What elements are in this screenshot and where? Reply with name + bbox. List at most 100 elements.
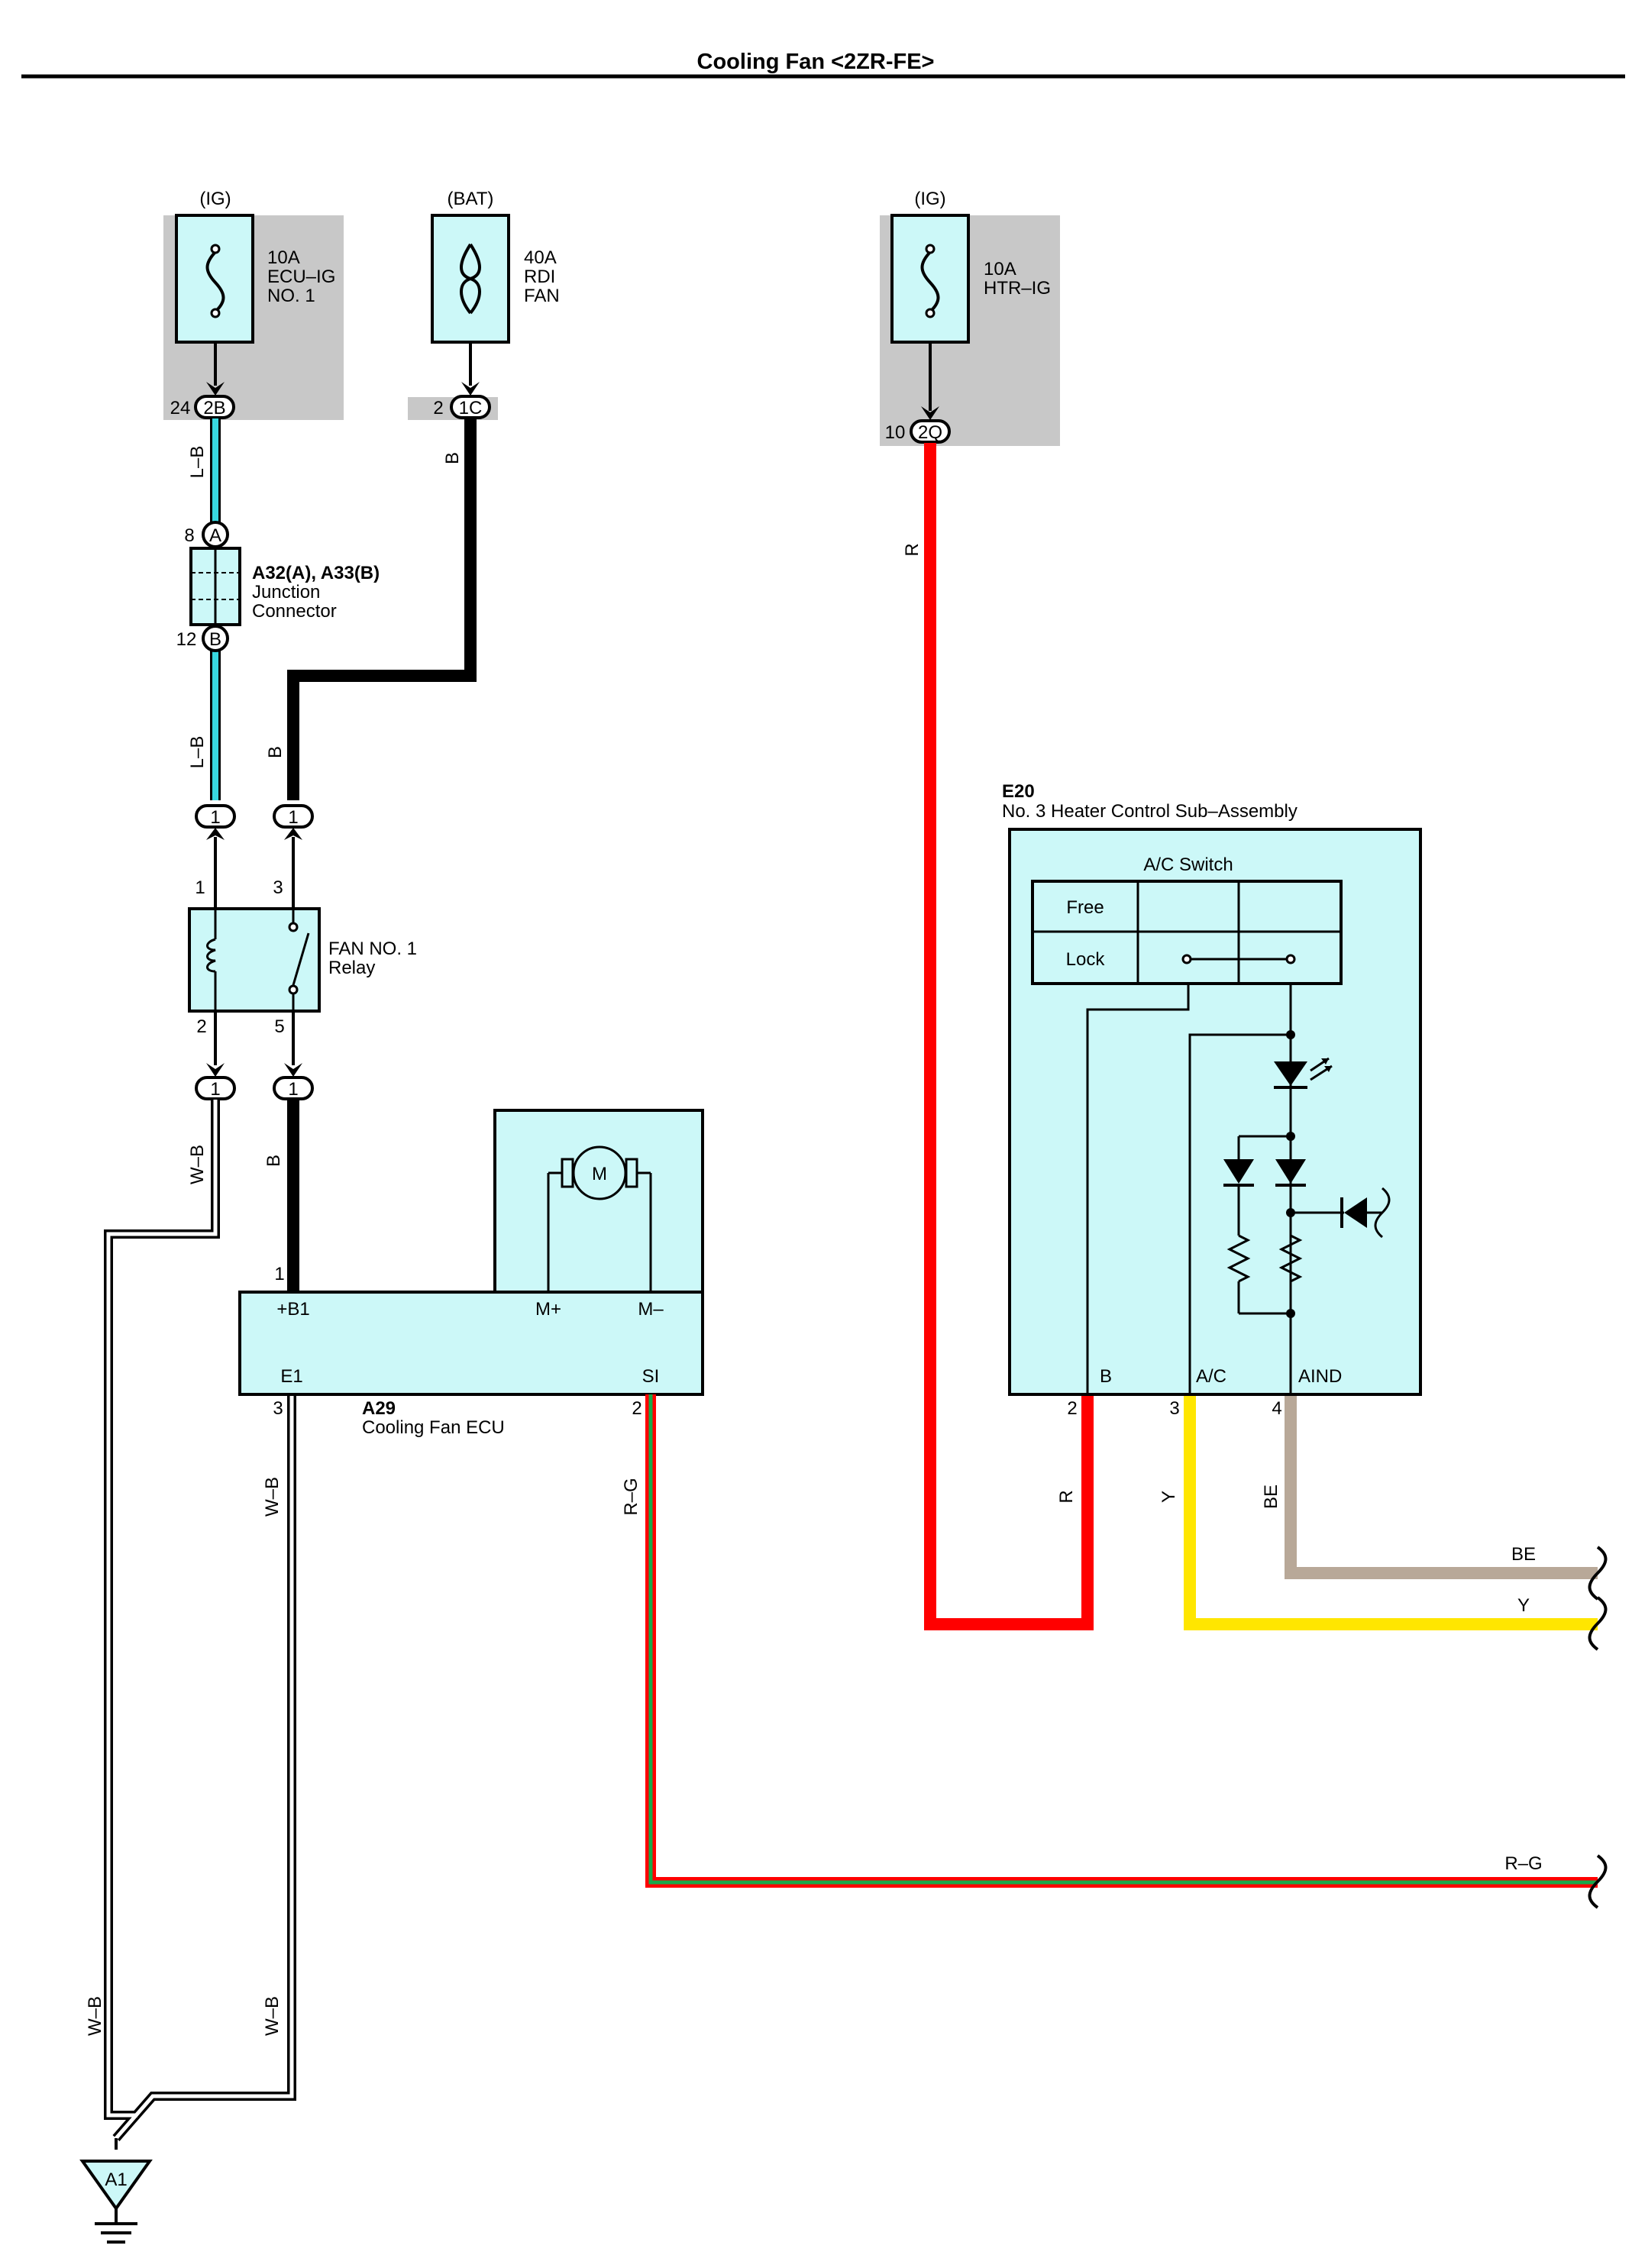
heater-terminal: A/C — [1196, 1366, 1226, 1387]
connector-pill — [910, 419, 951, 444]
junction-connector: A 8 B 12 — [176, 521, 241, 652]
pin-letter: B — [209, 629, 221, 650]
fuse-rating: 10A — [984, 259, 1016, 279]
connector-pill — [195, 1076, 236, 1100]
arrow-icon — [284, 1063, 302, 1077]
connector-pill — [450, 395, 491, 419]
diode-icon — [1275, 1159, 1306, 1187]
wire-label: R–G — [621, 1478, 641, 1515]
ecu-name: Cooling Fan ECU — [362, 1417, 505, 1438]
wire-label: W–B — [262, 1996, 283, 2036]
wire-wb-inner — [106, 1100, 294, 2140]
fusible-link-icon — [431, 214, 510, 344]
ac-switch-title: A/C Switch — [1143, 855, 1233, 875]
wire-y — [1184, 1394, 1598, 1630]
heater-control-name: No. 3 Heater Control Sub–Assembly — [1002, 801, 1298, 822]
ecu-terminal: +B1 — [276, 1299, 309, 1320]
wire-label: Y — [1517, 1595, 1530, 1616]
relay-switch-icon — [292, 932, 310, 986]
fuse-name: NO. 1 — [267, 286, 315, 306]
wire-r — [924, 443, 1094, 1630]
arrow-icon — [206, 1063, 225, 1077]
connector-pill — [273, 804, 314, 829]
pin-number: 24 — [170, 398, 191, 418]
wire-label: L–B — [187, 736, 208, 769]
ecu-id: A29 — [362, 1398, 396, 1419]
junction-name: Junction — [252, 582, 320, 603]
connector-label: 1 — [288, 1079, 298, 1100]
relay-name: Relay — [328, 958, 375, 978]
wire-break-icon — [1588, 1546, 1608, 1601]
ground-icon — [79, 2138, 153, 2244]
pin-number: 8 — [184, 525, 194, 546]
fuse-rating: 10A — [267, 247, 300, 268]
pin-number: 2 — [632, 1398, 641, 1419]
connector-label: 2B — [203, 398, 225, 418]
fuse-source-label: (IG) — [914, 189, 945, 209]
heater-control-box — [1008, 828, 1422, 1396]
wire-break-icon — [1588, 1596, 1608, 1651]
fuse-icon — [890, 214, 970, 344]
pin-number: 5 — [274, 1016, 284, 1037]
wire-label: B — [442, 452, 463, 464]
ecu-terminal: E1 — [280, 1366, 302, 1387]
wire-label: R — [902, 543, 923, 556]
wire-label: W–B — [262, 1477, 283, 1517]
junction-id: A32(A), A33(B) — [252, 563, 380, 583]
fuse-name: ECU–IG — [267, 267, 335, 287]
arrow-icon — [461, 382, 480, 396]
connector-pill — [194, 395, 235, 419]
wire-label: BE — [1511, 1544, 1536, 1565]
connector-pill — [195, 804, 236, 829]
heater-terminal: AIND — [1298, 1366, 1342, 1387]
pin-number: 2 — [433, 398, 443, 418]
wire-label: W–B — [187, 1145, 208, 1184]
diode-icon — [1340, 1197, 1367, 1228]
arrow-icon — [206, 382, 225, 396]
connector-label: 1 — [210, 807, 220, 828]
motor-icon — [561, 1145, 638, 1200]
pin-number: 3 — [273, 1398, 283, 1419]
cooling-fan-ecu: M — [238, 1109, 704, 1396]
motor-housing — [493, 1109, 704, 1294]
pin-number: 1 — [195, 877, 205, 898]
heater-control-id: E20 — [1002, 781, 1035, 802]
relay-name: FAN NO. 1 — [328, 939, 417, 959]
ecu-terminal: M+ — [535, 1299, 561, 1320]
junction-name: Connector — [252, 601, 337, 622]
wire-label: L–B — [187, 446, 208, 479]
connector-label: 1 — [210, 1079, 220, 1100]
heater-terminal: B — [1100, 1366, 1112, 1387]
switch-row-label: Lock — [1066, 949, 1106, 970]
pin-number: 3 — [1169, 1398, 1179, 1419]
page-title: Cooling Fan <2ZR-FE> — [697, 50, 935, 74]
ground-label: A1 — [105, 2169, 127, 2190]
ecu-terminal: SI — [642, 1366, 660, 1387]
fuse-source-label: (BAT) — [448, 189, 494, 209]
pin-number: 10 — [885, 422, 906, 443]
wire-label: R–G — [1504, 1853, 1542, 1874]
led-icon — [1274, 1057, 1333, 1089]
wire-label: Y — [1159, 1491, 1179, 1503]
connector-pill — [273, 1076, 314, 1100]
wire-label: R — [1056, 1490, 1077, 1503]
arrow-icon — [921, 406, 939, 420]
motor-label: M — [592, 1164, 607, 1184]
wire-break-icon — [1588, 1854, 1608, 1909]
resistor-icon — [1278, 1234, 1303, 1283]
wire-be — [1285, 1394, 1598, 1579]
fuse-name: RDI — [524, 267, 555, 287]
pin-number: 4 — [1272, 1398, 1281, 1419]
arrow-icon — [284, 828, 302, 840]
resistor-icon — [1226, 1234, 1251, 1283]
fuse-rating: 40A — [524, 247, 557, 268]
wire-wb — [104, 1100, 296, 2141]
wire-b — [287, 418, 477, 800]
connector-label: 1C — [459, 398, 483, 418]
arrow-icon — [206, 828, 225, 840]
relay-coil-icon — [206, 938, 216, 973]
pin-letter: A — [209, 525, 221, 546]
fuse-source-label: (IG) — [199, 189, 231, 209]
fuse-name: FAN — [524, 286, 560, 306]
pin-number: 12 — [176, 629, 197, 650]
